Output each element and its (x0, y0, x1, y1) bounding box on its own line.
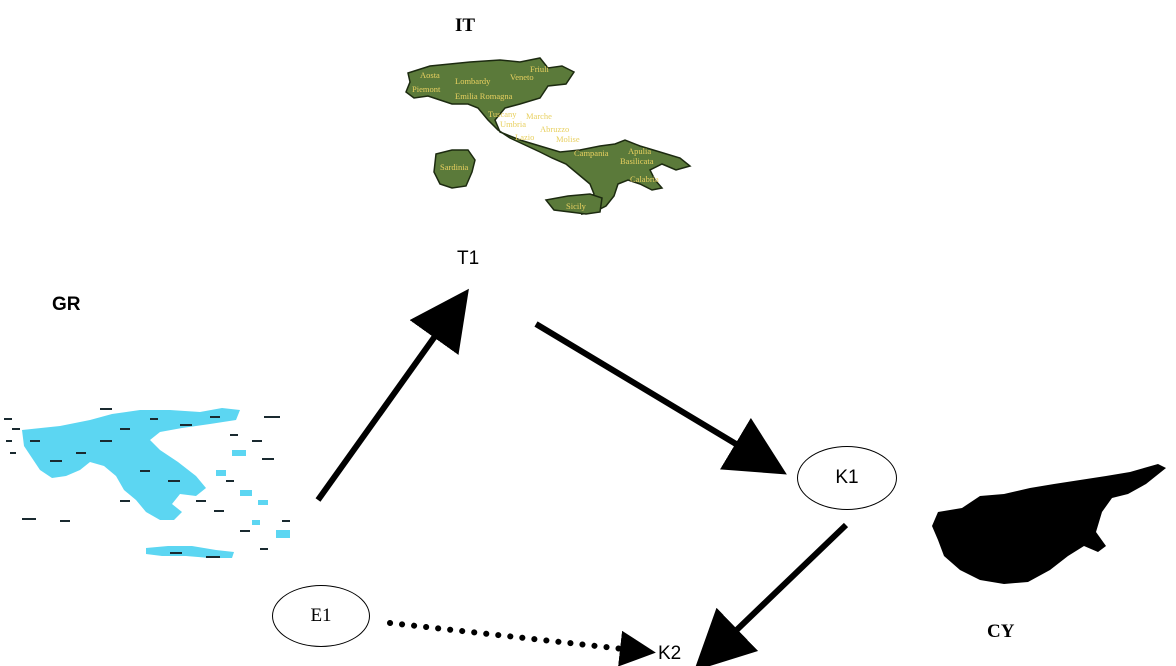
node-k1-label: K1 (835, 467, 859, 488)
node-k1: K1 (797, 446, 897, 510)
italy-label: Lombardy (455, 76, 491, 86)
italy-label: Abruzzo (540, 124, 569, 134)
crete-shape (146, 546, 234, 558)
node-e1: E1 (272, 585, 370, 647)
italy-label: Tuscany (488, 109, 517, 119)
arrow-e1-to-t1 (315, 288, 469, 502)
node-e1-label: E1 (310, 605, 332, 626)
greece-speckle (4, 408, 290, 558)
arrow-e1-to-k2-dotted (387, 620, 656, 666)
greece-mainland-shape (22, 408, 240, 520)
italy-label: Lazio (515, 132, 534, 142)
italy-map: Aosta Lombardy Veneto Friuli Piemont Emi… (405, 57, 692, 215)
greek-island (216, 470, 226, 476)
italy-label: Umbria (500, 119, 526, 129)
greek-island (252, 520, 260, 525)
italy-mainland-shape (405, 57, 692, 215)
italy-label: Sardinia (440, 162, 469, 172)
node-k2-label: K2 (658, 643, 682, 664)
italy-label: Campania (574, 148, 609, 158)
italy-region-labels: Aosta Lombardy Veneto Friuli Piemont Emi… (412, 64, 659, 211)
greece-map (4, 408, 290, 558)
italy-label: Apulia (628, 146, 651, 156)
greek-island (258, 500, 268, 505)
arrow-t1-to-k1 (534, 321, 787, 475)
sicily-shape (544, 193, 603, 215)
sardinia-shape (433, 149, 476, 189)
italy-label: Marche (526, 111, 552, 121)
node-t1-label: T1 (457, 248, 480, 269)
italy-label: Basilicata (620, 156, 654, 166)
italy-label: Emilia Romagna (455, 91, 513, 101)
italy-label: Calabria (630, 174, 659, 184)
italy-label: Aosta (420, 70, 440, 80)
italy-label: Veneto (510, 72, 534, 82)
italy-label: Molise (556, 134, 580, 144)
italy-code-label: IT (455, 15, 476, 36)
greek-island (232, 450, 246, 456)
italy-label: Piemont (412, 84, 441, 94)
cyprus-code-label: CY (987, 621, 1015, 642)
italy-label: Friuli (530, 64, 550, 74)
italy-label: Sicily (566, 201, 587, 211)
greek-island (276, 530, 290, 538)
greece-code-label: GR (52, 294, 81, 315)
arrow-k1-to-k2 (694, 522, 849, 666)
cyprus-map (932, 464, 1166, 584)
greek-island (240, 490, 252, 496)
